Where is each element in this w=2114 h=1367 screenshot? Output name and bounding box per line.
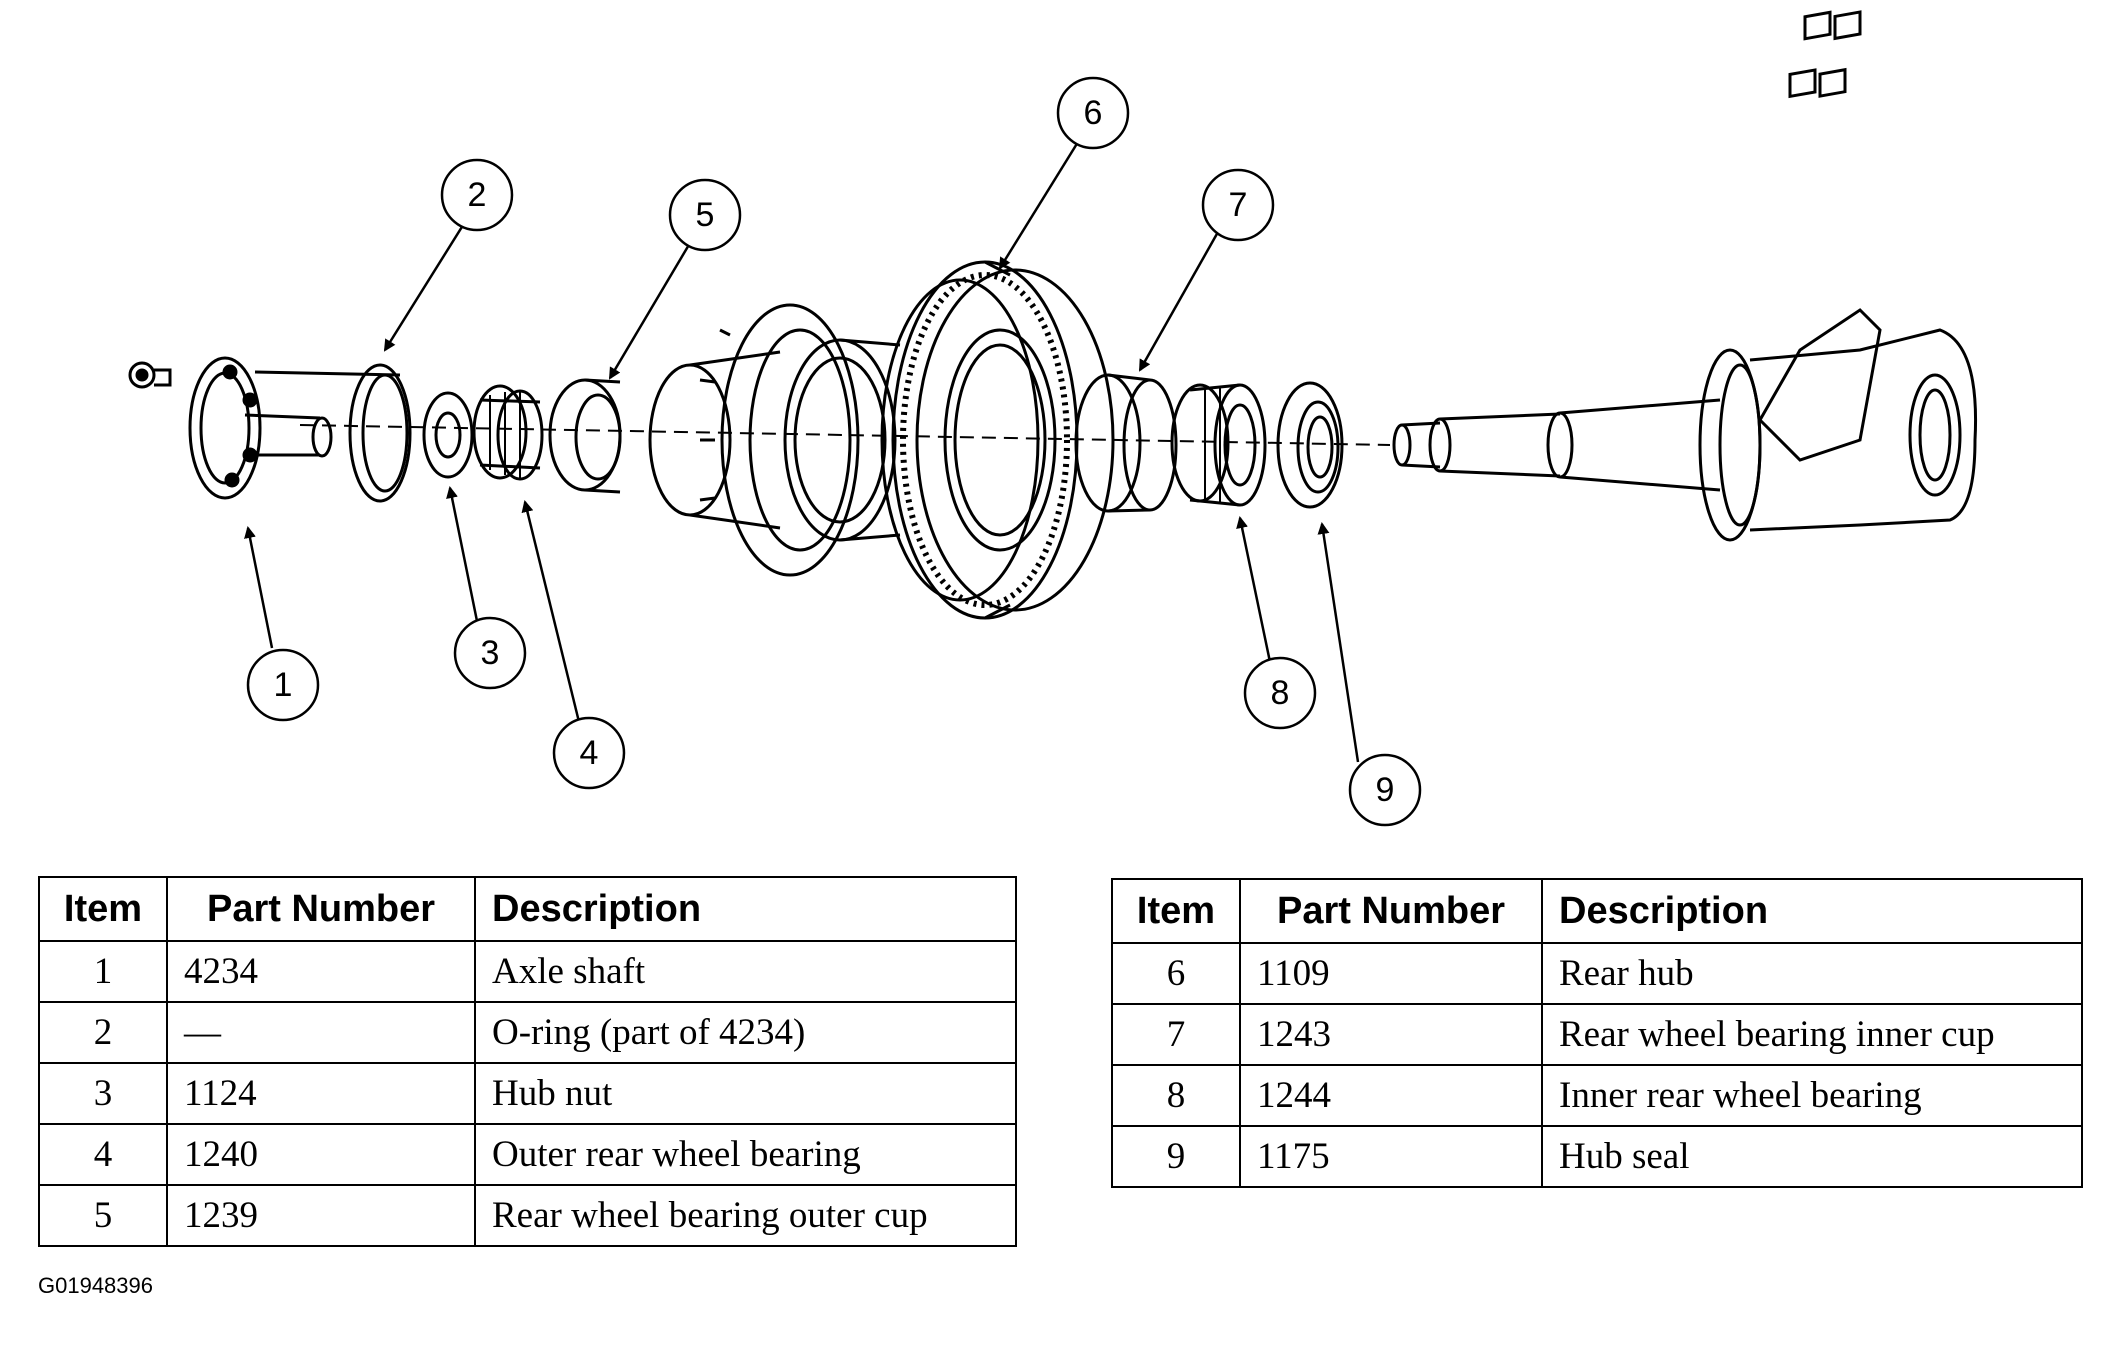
callout-circle-2 bbox=[440, 158, 514, 232]
hub-nut-part bbox=[422, 391, 474, 479]
table-row: 2 — O-ring (part of 4234) bbox=[38, 1001, 1017, 1064]
callout-label-1: 1 bbox=[274, 666, 293, 704]
cell-part-number: 1239 bbox=[166, 1184, 476, 1247]
table-row: 3 1124 Hub nut bbox=[38, 1062, 1017, 1125]
callout-circle-7 bbox=[1201, 168, 1275, 242]
parts-table-left: Item Part Number Description 1 4234 Axle… bbox=[38, 876, 1017, 1247]
header-part-number: Part Number bbox=[166, 876, 476, 942]
callout-circle-8 bbox=[1243, 656, 1317, 730]
cell-part-number: 1244 bbox=[1239, 1064, 1543, 1127]
cell-description: Hub seal bbox=[1541, 1125, 2083, 1188]
cell-part-number: 1124 bbox=[166, 1062, 476, 1125]
table-row: 9 1175 Hub seal bbox=[1111, 1125, 2083, 1188]
table-header-row: Item Part Number Description bbox=[38, 876, 1017, 942]
header-part-number: Part Number bbox=[1239, 878, 1543, 944]
cell-description: Rear wheel bearing outer cup bbox=[474, 1184, 1017, 1247]
callout-circle-1 bbox=[246, 648, 320, 722]
cell-item: 1 bbox=[38, 940, 168, 1003]
table-row: 7 1243 Rear wheel bearing inner cup bbox=[1111, 1003, 2083, 1066]
parts-table-right: Item Part Number Description 6 1109 Rear… bbox=[1111, 878, 2083, 1188]
header-item: Item bbox=[38, 876, 168, 942]
table-row: 8 1244 Inner rear wheel bearing bbox=[1111, 1064, 2083, 1127]
cell-item: 3 bbox=[38, 1062, 168, 1125]
callout-label-6: 6 bbox=[1084, 94, 1103, 132]
cell-item: 8 bbox=[1111, 1064, 1241, 1127]
cell-description: Outer rear wheel bearing bbox=[474, 1123, 1017, 1186]
cell-part-number: 1109 bbox=[1239, 942, 1543, 1005]
rear-hub-part bbox=[648, 260, 1115, 620]
cell-description: Rear hub bbox=[1541, 942, 2083, 1005]
cell-part-number: — bbox=[166, 1001, 476, 1064]
cell-description: Axle shaft bbox=[474, 940, 1017, 1003]
cell-description: O-ring (part of 4234) bbox=[474, 1001, 1017, 1064]
cell-description: Hub nut bbox=[474, 1062, 1017, 1125]
cell-description: Inner rear wheel bearing bbox=[1541, 1064, 2083, 1127]
cell-part-number: 1240 bbox=[166, 1123, 476, 1186]
callout-circle-5 bbox=[668, 178, 742, 252]
table-row: 1 4234 Axle shaft bbox=[38, 940, 1017, 1003]
cell-item: 9 bbox=[1111, 1125, 1241, 1188]
hub-seal-part bbox=[1276, 381, 1344, 509]
cell-item: 6 bbox=[1111, 942, 1241, 1005]
table-row: 6 1109 Rear hub bbox=[1111, 942, 2083, 1005]
cell-part-number: 1243 bbox=[1239, 1003, 1543, 1066]
leader-lines bbox=[244, 141, 1360, 763]
cell-description: Rear wheel bearing inner cup bbox=[1541, 1003, 2083, 1066]
callout-circle-3 bbox=[453, 616, 527, 690]
cell-item: 4 bbox=[38, 1123, 168, 1186]
callout-label-5: 5 bbox=[696, 196, 715, 234]
callout-label-2: 2 bbox=[468, 176, 487, 214]
callout-label-3: 3 bbox=[481, 634, 500, 672]
axle-housing bbox=[1392, 10, 1978, 542]
inner-cup-part bbox=[1074, 373, 1178, 513]
o-ring-part bbox=[348, 363, 412, 503]
header-description: Description bbox=[1541, 878, 2083, 944]
cell-item: 5 bbox=[38, 1184, 168, 1247]
callout-circle-9 bbox=[1348, 753, 1422, 827]
table-row: 5 1239 Rear wheel bearing outer cup bbox=[38, 1184, 1017, 1247]
axle-shaft-part bbox=[128, 356, 401, 500]
inner-bearing-part bbox=[1170, 383, 1267, 507]
callout-circle-4 bbox=[552, 716, 626, 790]
table-header-row: Item Part Number Description bbox=[1111, 878, 2083, 944]
callout-label-7: 7 bbox=[1229, 186, 1248, 224]
callout-label-4: 4 bbox=[580, 734, 599, 772]
header-item: Item bbox=[1111, 878, 1241, 944]
outer-bearing-part bbox=[472, 384, 544, 481]
callout-label-8: 8 bbox=[1271, 674, 1290, 712]
cell-part-number: 1175 bbox=[1239, 1125, 1543, 1188]
cell-item: 7 bbox=[1111, 1003, 1241, 1066]
header-description: Description bbox=[474, 876, 1017, 942]
outer-cup-part bbox=[548, 378, 622, 494]
callout-label-9: 9 bbox=[1376, 771, 1395, 809]
figure-id: G01948396 bbox=[38, 1273, 153, 1298]
cell-part-number: 4234 bbox=[166, 940, 476, 1003]
table-row: 4 1240 Outer rear wheel bearing bbox=[38, 1123, 1017, 1186]
exploded-view-diagram: 1 2 3 4 5 6 7 8 9 bbox=[128, 10, 1978, 827]
cell-item: 2 bbox=[38, 1001, 168, 1064]
callout-circle-6 bbox=[1056, 76, 1130, 150]
